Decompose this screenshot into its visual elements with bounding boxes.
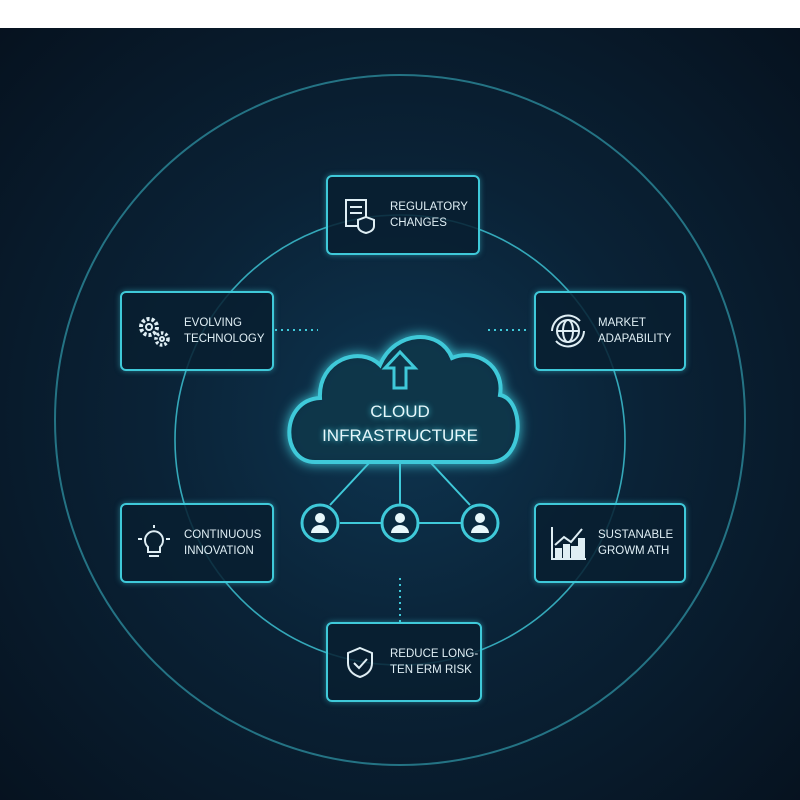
node-label: TECHNOLOGY: [184, 333, 265, 345]
node-label: EVOLVING: [184, 317, 242, 329]
node-label: CHANGES: [390, 217, 447, 229]
node-label: GROWM ATH: [598, 545, 670, 557]
center-title-line2: INFRASTRUCTURE: [322, 426, 478, 445]
node-label: TEN ERM RISK: [390, 664, 472, 676]
node-label: MARKET: [598, 317, 646, 329]
node-sustainable-growth[interactable]: SUSTANABLE GROWM ATH: [534, 503, 686, 583]
cloud-shape: [287, 335, 520, 464]
node-label: CONTINUOUS: [184, 529, 262, 541]
upload-arrow-icon: [381, 349, 419, 390]
cloud-infrastructure-label: CLOUD INFRASTRUCTURE: [300, 400, 500, 448]
lightbulb-icon: [138, 525, 170, 557]
node-label: ADAPABILITY: [598, 333, 672, 345]
node-evolving-technology[interactable]: EVOLVING TECHNOLOGY: [120, 291, 274, 371]
node-continuous-innovation[interactable]: CONTINUOUS INNOVATION: [120, 503, 274, 583]
gears-icon: [139, 317, 170, 347]
node-label: SUSTANABLE: [598, 529, 674, 541]
outer-ring: [54, 74, 746, 766]
document-shield-icon: [345, 199, 375, 235]
shield-check-icon: [347, 646, 373, 679]
center-title-line1: CLOUD: [370, 402, 430, 421]
globe-cycle-icon: [551, 314, 585, 348]
node-label: INNOVATION: [184, 545, 254, 557]
growth-chart-icon: [551, 527, 586, 560]
node-label: REDUCE LONG-: [390, 648, 479, 660]
node-reduce-risk[interactable]: REDUCE LONG- TEN ERM RISK: [326, 622, 482, 702]
node-label: REGULATORY: [390, 201, 468, 213]
node-market-adaptability[interactable]: MARKET ADAPABILITY: [534, 291, 686, 371]
node-regulatory-changes[interactable]: REGULATORY CHANGES: [326, 175, 480, 255]
